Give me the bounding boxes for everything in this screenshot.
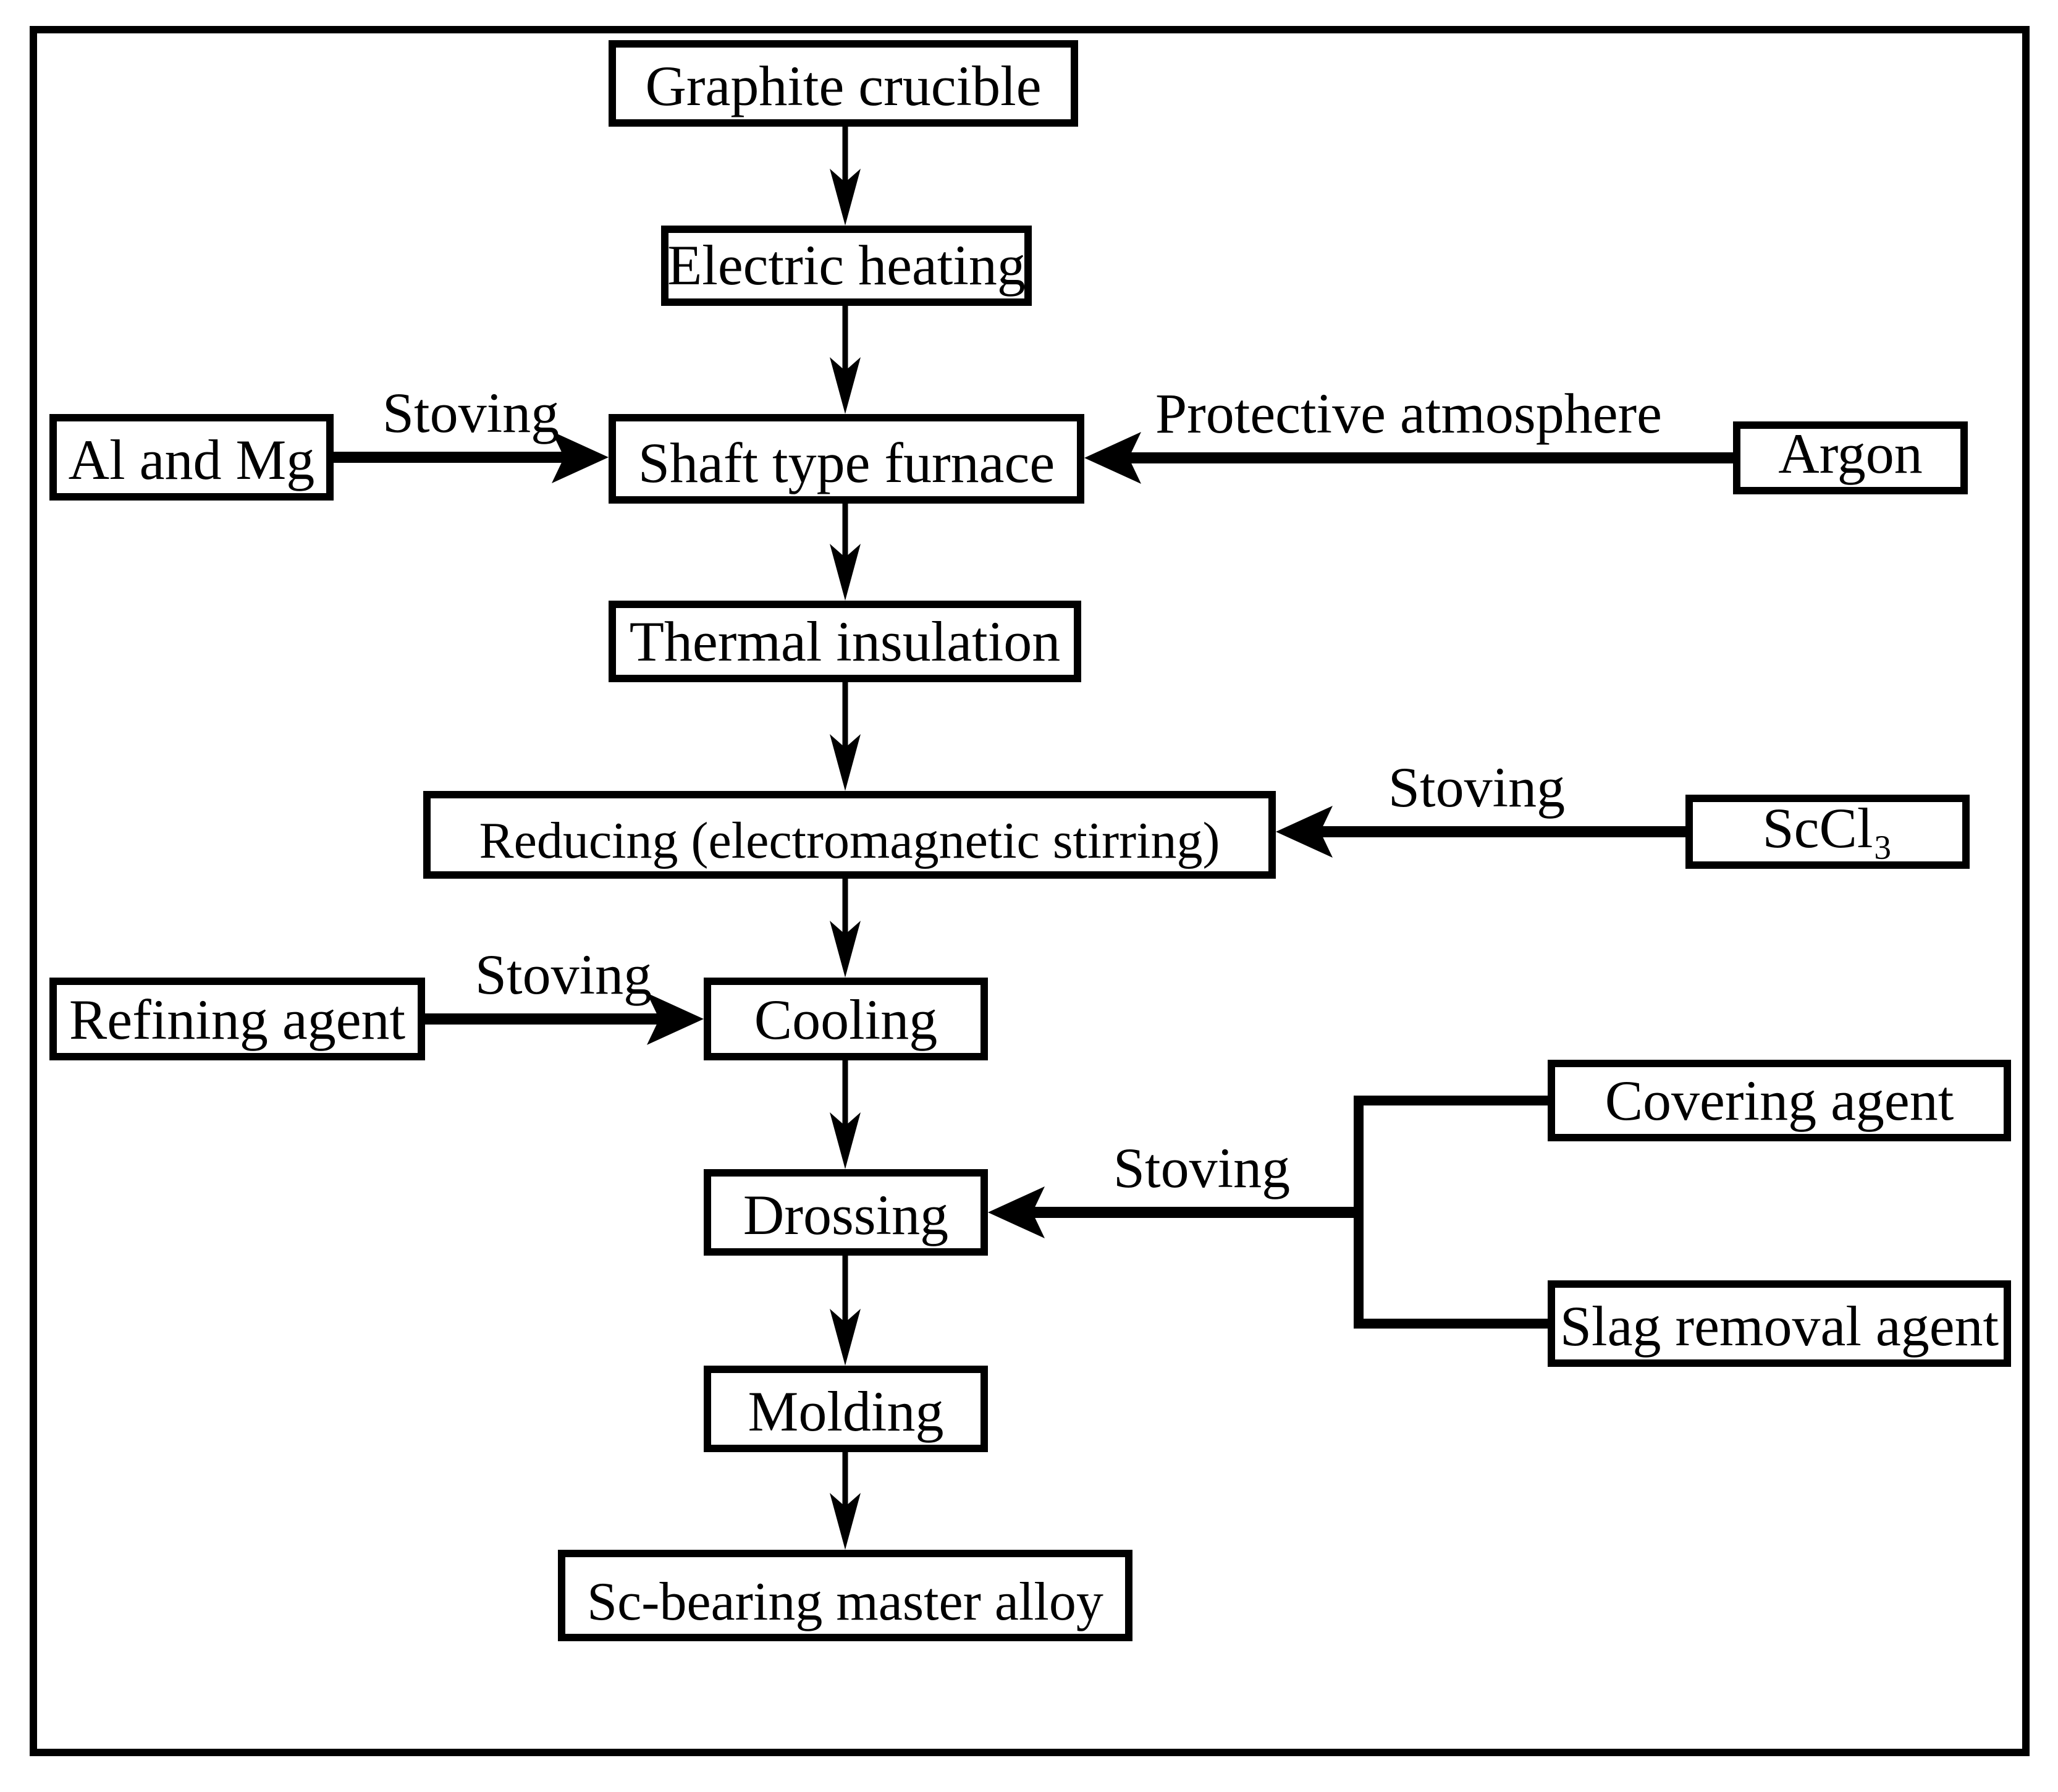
arrow-almg-to-shaft (334, 431, 609, 483)
arrow-sccl3-to-reducing (1276, 806, 1685, 858)
arrow-shaft-to-thermal (830, 504, 861, 601)
node-graphite-crucible: Graphite crucible (609, 40, 1078, 127)
node-thermal-insulation: Thermal insulation (609, 601, 1081, 682)
arrow-refining-to-cooling (425, 993, 704, 1045)
node-reducing: Reducing (electromagnetic stirring) (423, 791, 1276, 879)
edge-label-stoving-refining: Stoving (474, 943, 652, 1006)
arrow-thermal-to-reducing (830, 682, 861, 791)
node-label: Refining agent (69, 988, 406, 1052)
edge-label-stoving-almg: Stoving (382, 381, 560, 444)
node-label: ScCl₃ (1762, 797, 1893, 860)
node-label: Drossing (743, 1183, 949, 1247)
node-label: Covering agent (1605, 1069, 1954, 1133)
arrow-drossing-to-molding (830, 1256, 861, 1366)
arrow-cooling-to-drossing (830, 1060, 861, 1169)
node-slag-removal-agent: Slag removal agent (1548, 1280, 2011, 1367)
node-electric-heating: Electric heating (661, 226, 1032, 306)
bracket-covering-slag (1354, 1096, 1548, 1329)
node-label: Shaft type furnace (638, 431, 1055, 495)
node-sccl3: ScCl₃ (1685, 795, 1970, 869)
node-label: Sc-bearing master alloy (587, 1572, 1103, 1633)
outer-border (30, 26, 2030, 1756)
node-argon: Argon (1733, 421, 1968, 494)
arrow-argon-to-shaft (1084, 432, 1733, 484)
node-drossing: Drossing (704, 1169, 988, 1256)
node-cooling: Cooling (704, 978, 988, 1060)
node-label: Graphite crucible (645, 54, 1042, 118)
node-sc-bearing-master-alloy: Sc-bearing master alloy (558, 1550, 1132, 1641)
node-al-and-mg: Al and Mg (49, 414, 334, 501)
node-label: Argon (1778, 422, 1923, 486)
arrow-graphite-to-electric (830, 127, 861, 226)
node-refining-agent: Refining agent (49, 978, 425, 1060)
arrow-reducing-to-cooling (830, 879, 861, 978)
edge-label-protective-atmosphere: Protective atmosphere (1155, 382, 1663, 445)
node-molding: Molding (704, 1366, 988, 1452)
node-label: Reducing (electromagnetic stirring) (479, 812, 1220, 870)
node-label: Molding (748, 1380, 944, 1443)
edge-label-stoving-sccl3: Stoving (1388, 756, 1566, 819)
arrow-electric-to-shaft (830, 306, 861, 414)
node-covering-agent: Covering agent (1548, 1060, 2011, 1141)
node-shaft-type-furnace: Shaft type furnace (609, 414, 1084, 504)
node-label: Electric heating (667, 234, 1026, 297)
edge-label-stoving-drossing: Stoving (1113, 1136, 1291, 1199)
arrow-bracket-to-drossing (988, 1186, 1359, 1238)
node-label: Thermal insulation (629, 610, 1061, 674)
node-label: Slag removal agent (1559, 1295, 1999, 1358)
node-label: Al and Mg (68, 428, 315, 492)
node-label: Cooling (754, 988, 938, 1052)
arrow-molding-to-master-alloy (830, 1452, 861, 1550)
